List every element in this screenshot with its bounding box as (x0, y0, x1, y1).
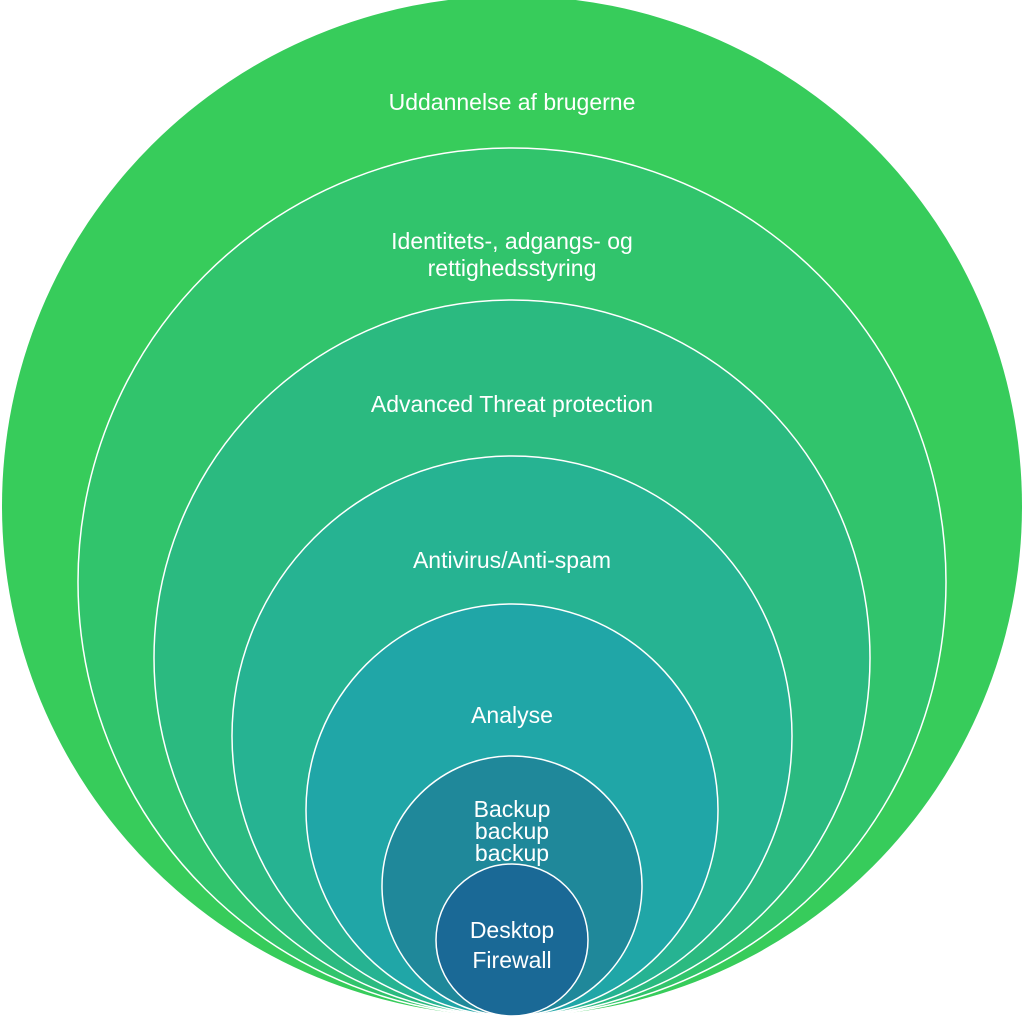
ring-label-antivirus-1: Antivirus/Anti-spam (413, 547, 611, 573)
ring-label-backup-2: backup (475, 818, 549, 844)
ring-label-analyse-1: Analyse (471, 702, 553, 728)
ring-label-firewall-2: Firewall (472, 947, 551, 973)
ring-label-firewall-1: Desktop (470, 917, 554, 943)
ring-firewall (435, 863, 589, 1017)
ring-label-identitet-1: Identitets-, adgangs- og (391, 228, 633, 254)
ring-label-backup-3: backup (475, 840, 549, 866)
ring-label-backup-1: Backup (474, 796, 551, 822)
ring-label-uddannelse-1: Uddannelse af brugerne (389, 89, 636, 115)
ring-label-identitet-2: rettighedsstyring (428, 255, 597, 281)
ring-label-atp-1: Advanced Threat protection (371, 391, 653, 417)
